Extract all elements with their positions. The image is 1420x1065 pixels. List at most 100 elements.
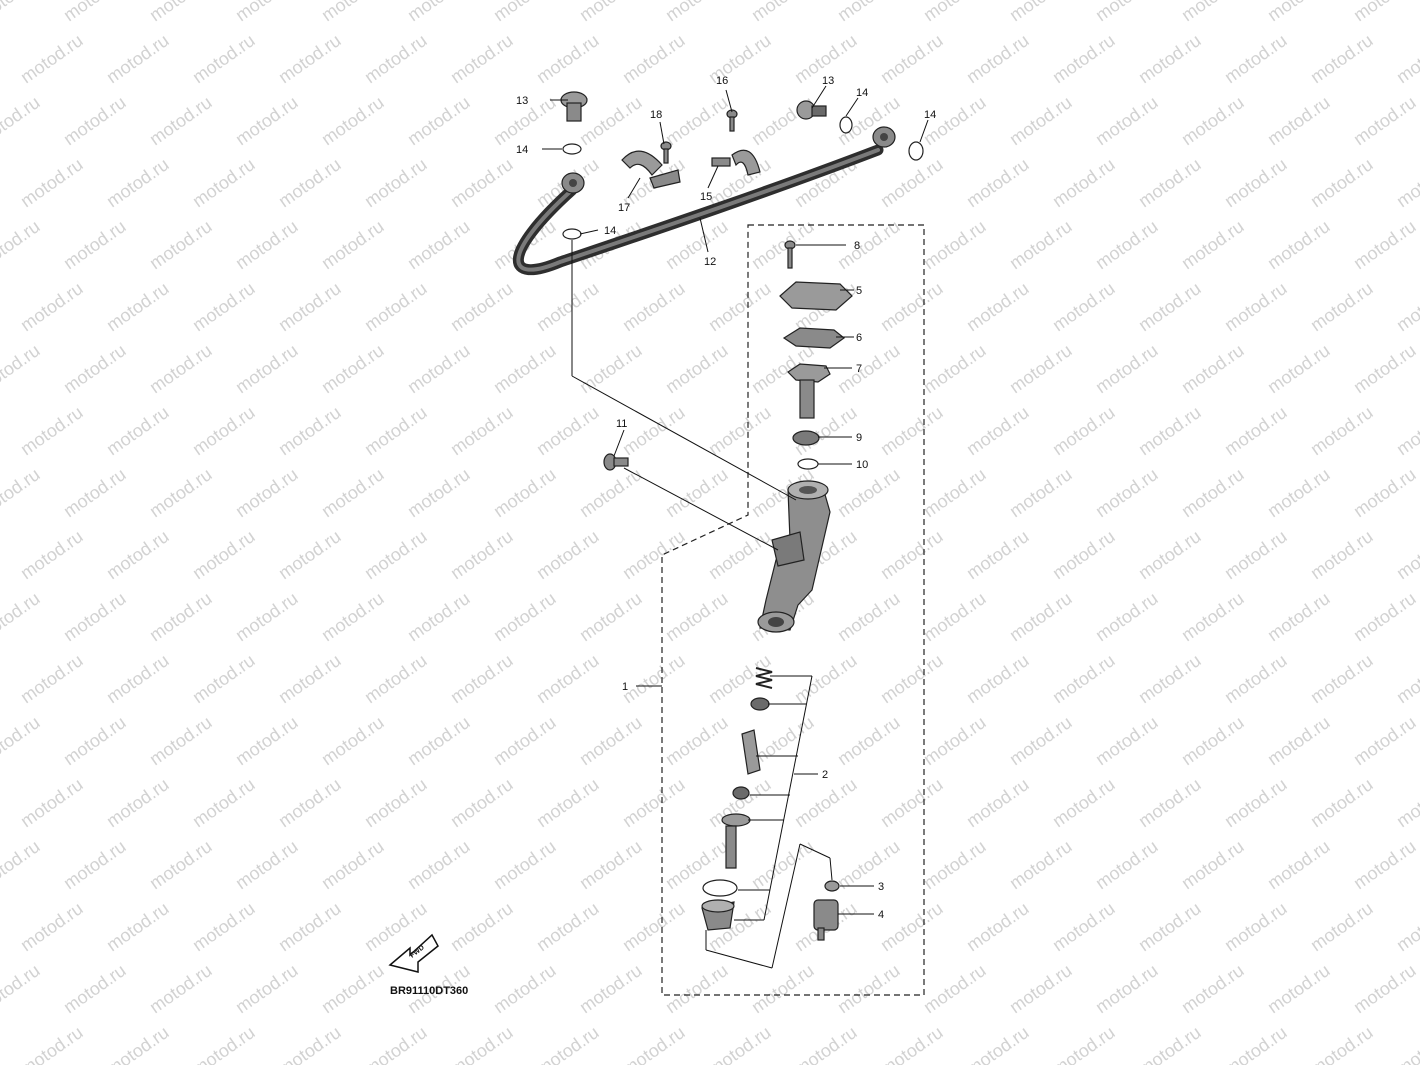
watermark-text: motod.ru <box>60 836 130 893</box>
diaphragm-plate-6 <box>782 327 845 349</box>
watermark-text: motod.ru <box>60 588 130 645</box>
callout-1: 1 <box>622 681 628 693</box>
watermark-text: motod.ru <box>1006 588 1076 645</box>
watermark-text: motod.ru <box>1006 216 1076 273</box>
watermark-text: motod.ru <box>834 836 904 893</box>
watermark-text: motod.ru <box>361 774 431 831</box>
watermark-text: motod.ru <box>447 154 517 211</box>
watermark-text: motod.ru <box>60 712 130 769</box>
watermark-text: motod.ru <box>275 1022 345 1065</box>
watermark-text: motod.ru <box>1178 588 1248 645</box>
watermark-text: motod.ru <box>189 278 259 335</box>
watermark-text: motod.ru <box>275 898 345 955</box>
watermark-text: motod.ru <box>1006 464 1076 521</box>
watermark-text: motod.ru <box>17 526 87 583</box>
watermark-text: motod.ru <box>1264 0 1334 25</box>
watermark-text: motod.ru <box>490 960 560 1017</box>
watermark-text: motod.ru <box>60 216 130 273</box>
watermark-text: motod.ru <box>1221 30 1291 87</box>
watermark-text: motod.ru <box>404 712 474 769</box>
watermark-text: motod.ru <box>146 588 216 645</box>
watermark-text: motod.ru <box>1092 960 1162 1017</box>
watermark-text: motod.ru <box>490 836 560 893</box>
watermark-text: motod.ru <box>662 588 732 645</box>
watermark-text: motod.ru <box>318 836 388 893</box>
watermark-text: motod.ru <box>1307 526 1377 583</box>
watermark-text: motod.ru <box>533 278 603 335</box>
watermark-text: motod.ru <box>1135 1022 1205 1065</box>
watermark-text: motod.ru <box>0 464 43 521</box>
watermark-text: motod.ru <box>705 278 775 335</box>
forward-arrow-icon: FWD <box>388 933 439 973</box>
watermark-text: motod.ru <box>146 340 216 397</box>
watermark-text: motod.ru <box>1264 340 1334 397</box>
watermark-text: motod.ru <box>1393 154 1420 211</box>
watermark-text: motod.ru <box>490 464 560 521</box>
watermark-text: motod.ru <box>1350 216 1420 273</box>
watermark-text: motod.ru <box>17 774 87 831</box>
watermark-text: motod.ru <box>1006 836 1076 893</box>
watermark-text: motod.ru <box>533 898 603 955</box>
spring <box>755 667 773 689</box>
watermark-text: motod.ru <box>963 774 1033 831</box>
watermark-text: motod.ru <box>1135 650 1205 707</box>
watermark-text: motod.ru <box>1049 774 1119 831</box>
watermark-text: motod.ru <box>576 464 646 521</box>
watermark-text: motod.ru <box>963 30 1033 87</box>
callout-3: 3 <box>878 881 884 893</box>
watermark-text: motod.ru <box>1221 526 1291 583</box>
watermark-text: motod.ru <box>447 30 517 87</box>
watermark-text: motod.ru <box>1135 30 1205 87</box>
watermark-text: motod.ru <box>1178 464 1248 521</box>
watermark-text: motod.ru <box>877 1022 947 1065</box>
watermark-text: motod.ru <box>1049 1022 1119 1065</box>
watermark-text: motod.ru <box>318 712 388 769</box>
watermark-text: motod.ru <box>103 154 173 211</box>
watermark-text: motod.ru <box>1006 960 1076 1017</box>
watermark-text: motod.ru <box>447 650 517 707</box>
watermark-text: motod.ru <box>662 92 732 149</box>
watermark-text: motod.ru <box>1049 30 1119 87</box>
watermark-text: motod.ru <box>447 1022 517 1065</box>
watermark-text: motod.ru <box>1092 216 1162 273</box>
master-cylinder-body <box>757 480 831 633</box>
watermark-text: motod.ru <box>1264 464 1334 521</box>
watermark-text: motod.ru <box>189 1022 259 1065</box>
watermark-text: motod.ru <box>1307 1022 1377 1065</box>
watermark-text: motod.ru <box>619 898 689 955</box>
watermark-text: motod.ru <box>1264 960 1334 1017</box>
callout-13-right: 13 <box>822 75 834 87</box>
watermark-text: motod.ru <box>1264 836 1334 893</box>
watermark-text: motod.ru <box>576 340 646 397</box>
watermark-text: motod.ru <box>576 836 646 893</box>
watermark-text: motod.ru <box>103 278 173 335</box>
watermark-text: motod.ru <box>0 712 43 769</box>
watermark-text: motod.ru <box>1393 402 1420 459</box>
watermark-text: motod.ru <box>1006 712 1076 769</box>
watermark-text: motod.ru <box>60 960 130 1017</box>
watermark-text: motod.ru <box>705 526 775 583</box>
watermark-text: motod.ru <box>748 0 818 25</box>
joint-4 <box>813 899 839 941</box>
watermark-text: motod.ru <box>275 774 345 831</box>
piston <box>741 729 761 775</box>
watermark-text: motod.ru <box>1221 650 1291 707</box>
dust-boot <box>701 899 735 931</box>
callout-13-left: 13 <box>516 95 528 107</box>
watermark-text: motod.ru <box>189 402 259 459</box>
watermark-text: motod.ru <box>0 92 43 149</box>
watermark-text: motod.ru <box>1350 836 1420 893</box>
watermark-text: motod.ru <box>232 836 302 893</box>
watermark-text: motod.ru <box>834 464 904 521</box>
watermark-text: motod.ru <box>361 278 431 335</box>
watermark-text: motod.ru <box>146 960 216 1017</box>
callout-2: 2 <box>822 769 828 781</box>
watermark-text: motod.ru <box>1006 340 1076 397</box>
watermark-text: motod.ru <box>17 650 87 707</box>
callout-4: 4 <box>878 909 884 921</box>
watermark-text: motod.ru <box>662 960 732 1017</box>
watermark-text: motod.ru <box>60 0 130 25</box>
watermark-text: motod.ru <box>1307 154 1377 211</box>
watermark-text: motod.ru <box>1307 898 1377 955</box>
